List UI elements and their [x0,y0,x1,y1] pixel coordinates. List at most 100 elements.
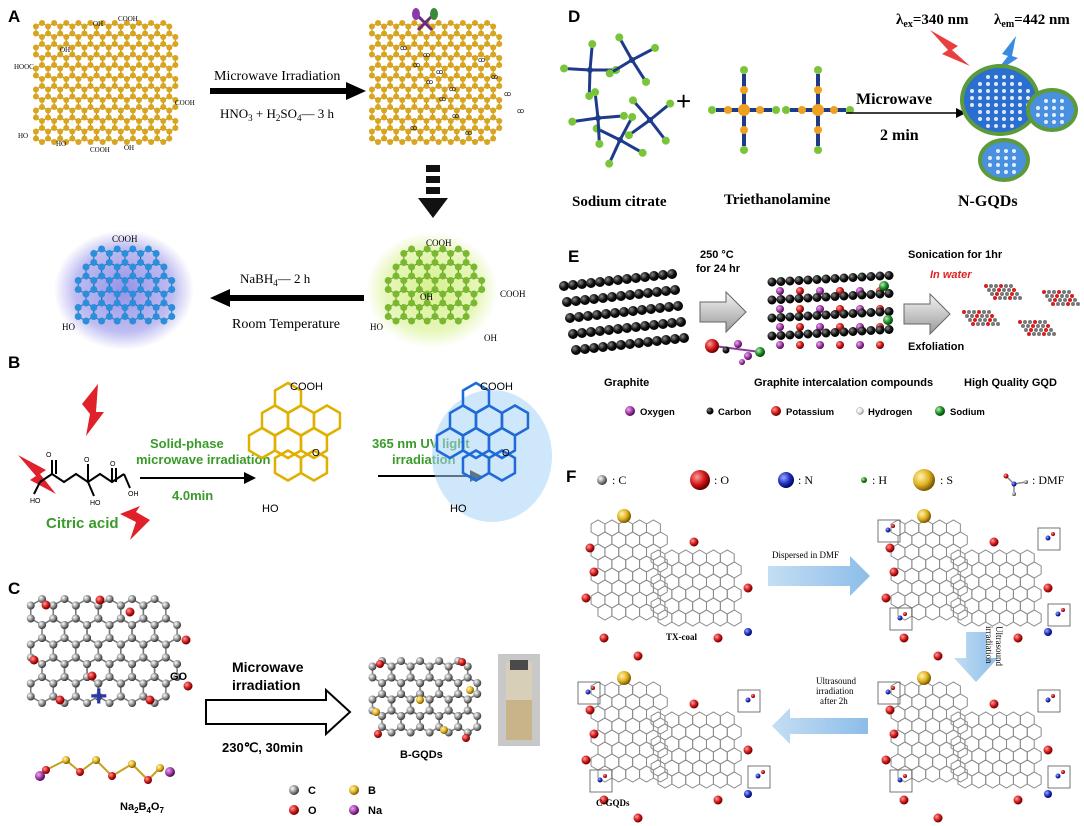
structure-atom [98,272,106,280]
structure-atom [435,55,442,61]
structure-atom [478,286,486,293]
structure-atom [560,64,569,73]
structure-atom [617,671,631,685]
structure-atom [108,772,116,780]
structure-atom [899,633,909,643]
structure-atom [75,83,82,89]
structure-atom [462,734,470,742]
structure-atom [154,93,161,100]
structure-atom [111,104,118,110]
structure-atom [166,135,173,142]
structure-atom [128,660,137,668]
structure-atom [1004,163,1008,167]
structure-atom [812,311,822,320]
structure-atom [470,263,478,271]
structure-atom [453,128,460,135]
structure-atom [368,51,375,58]
structure-atom [82,263,90,271]
structure-atom [1002,103,1006,107]
structure-atom [994,89,998,93]
structure-atom [111,76,118,82]
structure-atom [782,106,790,114]
structure-atom [129,93,136,100]
structure-atom [51,125,58,131]
structure-atom [32,51,39,58]
bond [572,116,599,124]
structure-atom [1052,332,1056,336]
structure-atom [173,634,182,642]
step-time: 2 min [880,127,919,144]
structure-atom [161,640,170,649]
structure-atom [368,86,375,93]
structure-atom [51,55,58,61]
structure-atom [57,128,64,135]
structure-atom [603,774,607,778]
scissors-icon [412,8,438,32]
structure-atom [458,658,466,666]
structure-atom [585,689,591,695]
ring-bond [685,771,701,789]
structure-atom [99,104,106,110]
structure-atom [743,745,753,755]
structure-atom [816,323,824,331]
structure-atom [160,76,167,82]
structure-atom [160,272,168,280]
ring-bond [652,603,668,621]
structure-atom [98,290,106,298]
structure-atom [619,111,628,120]
structure-atom [441,23,448,30]
structure-atom [490,30,497,37]
structure-atom [441,72,448,79]
process-arrow [699,290,747,334]
structure-atom [978,89,982,93]
structure-atom [417,93,424,100]
structure-atom [453,135,460,142]
structure-atom [69,135,76,142]
functional-group: ꝏ [452,113,459,120]
structure-atom [490,93,497,100]
structure-atom [148,62,155,68]
structure-atom [1053,298,1057,302]
structure-atom [423,272,431,280]
dmf-box [577,681,601,705]
c-gqd-model [577,671,771,823]
structure-atom [986,103,990,107]
structure-atom [1047,290,1051,294]
atom-label: HO [30,498,41,505]
structure-atom [375,139,381,145]
structure-atom [160,104,167,110]
structure-atom [884,271,894,280]
structure-atom [1045,294,1049,298]
structure-atom [447,55,454,61]
structure-atom [447,139,454,145]
group-label: COOH [500,289,526,299]
structure-atom [496,55,503,61]
sheet-body [964,68,1036,132]
structure-atom [866,308,876,317]
structure-atom [471,76,478,82]
structure-atom [743,583,753,593]
structure-atom [417,51,424,58]
structure-atom [57,86,64,93]
structure-atom [597,777,603,783]
structure-atom [1026,89,1030,93]
structure-atom [607,341,617,351]
structure-atom [32,107,39,114]
structure-atom [87,83,94,89]
structure-atom [646,304,656,314]
structure-atom [473,690,482,698]
structure-atom [142,72,149,79]
structure-atom [651,43,660,52]
structure-atom [619,307,629,317]
structure-atom [1013,296,1017,300]
structure-atom [670,285,680,295]
structure-atom [393,114,400,121]
structure-atom [399,62,406,68]
structure-atom [98,299,106,307]
structure-atom [1055,294,1059,298]
structure-atom [713,633,723,643]
structure-atom [580,295,590,305]
structure-atom [812,275,822,284]
structure-atom [129,51,136,58]
structure-atom [839,327,849,337]
